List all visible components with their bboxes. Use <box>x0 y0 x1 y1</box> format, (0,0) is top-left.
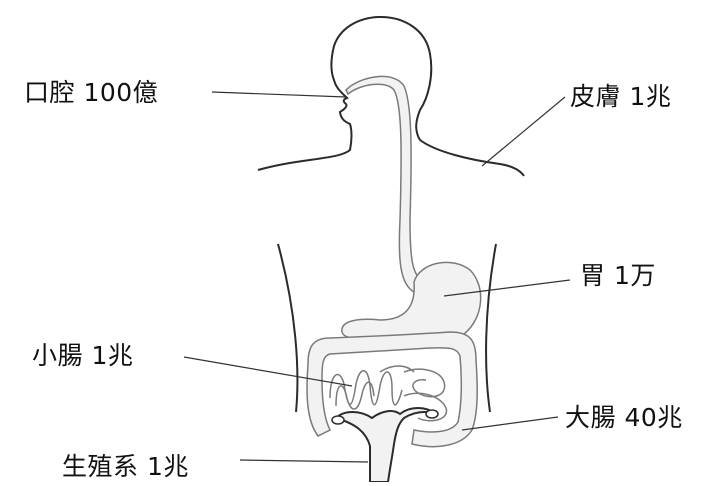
leader-reproductive <box>240 460 368 462</box>
leader-skin <box>482 97 565 166</box>
label-large-intestine: 大腸 40兆 <box>565 398 683 434</box>
label-mouth: 口腔 100億 <box>24 73 158 109</box>
label-stomach: 胃 1万 <box>580 256 656 292</box>
leader-small-intestine <box>184 357 352 386</box>
label-small-intestine: 小腸 1兆 <box>32 336 133 372</box>
leader-large-intestine <box>462 417 558 430</box>
esophagus <box>346 76 424 292</box>
label-reproductive: 生殖系 1兆 <box>62 447 189 483</box>
leader-mouth <box>212 92 346 97</box>
torso-left-outline <box>278 244 297 412</box>
torso-right-outline <box>486 244 496 412</box>
label-skin: 皮膚 1兆 <box>570 77 671 113</box>
leader-lines <box>184 92 570 462</box>
head-shoulders-outline <box>258 17 524 176</box>
